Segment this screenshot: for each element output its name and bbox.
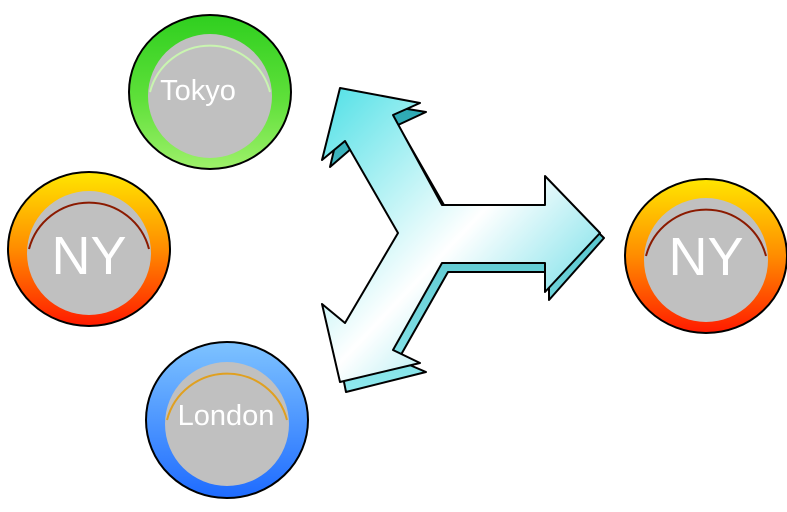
ny-right-label: NY [668, 227, 743, 287]
tokyo-label: Tokyo [160, 75, 236, 107]
arrow-face [321, 87, 601, 383]
london-inner [165, 362, 289, 486]
node-london: London [145, 341, 309, 499]
ny-left-inner [27, 191, 151, 315]
three-way-merge-arrow-icon [321, 87, 605, 393]
london-highlight [166, 372, 288, 421]
node-ny-right: NY [624, 178, 787, 334]
ny-right-inner [644, 198, 768, 322]
london-label: London [178, 400, 275, 432]
ny-left-label: NY [51, 226, 126, 286]
tokyo-inner [148, 34, 272, 158]
ny-right-highlight [645, 208, 767, 257]
node-tokyo: Tokyo [128, 14, 292, 170]
tokyo-highlight [149, 44, 271, 93]
node-ny-left: NY [7, 171, 171, 327]
ny-left-highlight [28, 201, 150, 250]
